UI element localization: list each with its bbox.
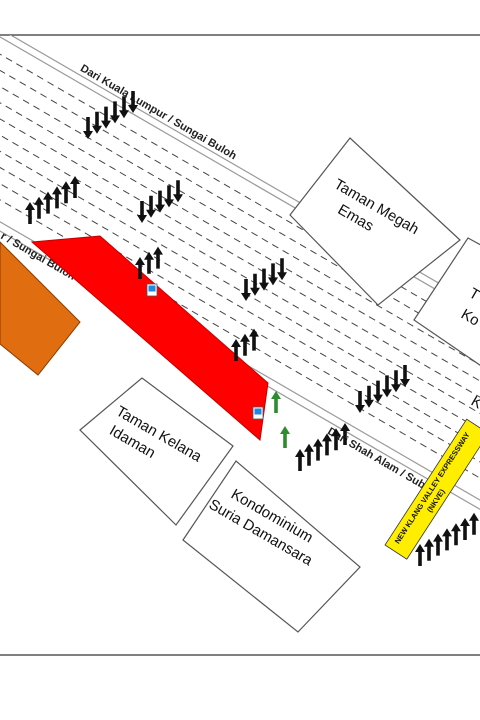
lane-line xyxy=(0,35,480,456)
up-arrow-icon xyxy=(424,538,434,561)
down-arrow-icon xyxy=(373,380,383,403)
down-arrow-icon xyxy=(155,190,165,213)
block-taman-kelana-idaman xyxy=(79,377,234,526)
up-arrow-icon xyxy=(43,191,53,214)
down-arrow-icon xyxy=(110,101,120,124)
up-arrow-icon xyxy=(280,426,290,448)
lane-line xyxy=(0,35,480,432)
lane-line xyxy=(0,39,480,492)
up-arrow-icon xyxy=(135,257,145,279)
down-arrow-icon xyxy=(83,117,93,139)
down-arrow-icon xyxy=(137,201,147,223)
up-arrow-icon xyxy=(433,533,443,556)
up-arrow-icon xyxy=(340,423,350,445)
up-arrow-icon xyxy=(240,333,250,356)
up-arrow-icon xyxy=(313,438,323,461)
up-arrow-icon xyxy=(271,391,281,413)
up-arrow-icon xyxy=(331,428,341,451)
down-arrow-icon xyxy=(173,180,183,203)
up-arrow-icon xyxy=(61,181,71,204)
lane-line xyxy=(0,35,480,444)
highway-north-edge-inner xyxy=(0,35,480,395)
down-arrow-icon xyxy=(92,111,102,134)
up-arrow-icon xyxy=(249,328,259,351)
lane-line xyxy=(0,35,480,480)
up-arrow-icon xyxy=(442,528,452,551)
work-zone xyxy=(30,235,269,441)
down-arrow-icon xyxy=(241,279,251,301)
block-east-partial xyxy=(413,237,480,366)
down-arrow-icon xyxy=(268,263,278,286)
up-arrow-icon xyxy=(460,518,470,540)
up-arrow-icon xyxy=(144,251,154,274)
down-arrow-icon xyxy=(277,258,287,281)
down-arrow-icon xyxy=(391,370,401,393)
down-arrow-icon xyxy=(382,375,392,398)
down-arrow-icon xyxy=(146,195,156,218)
up-arrow-icon xyxy=(451,523,461,546)
up-arrow-icon xyxy=(322,433,332,456)
down-arrow-icon xyxy=(119,96,129,119)
up-arrow-icon xyxy=(304,443,314,466)
up-arrow-icon xyxy=(295,449,305,471)
highway-north-edge xyxy=(0,35,480,389)
down-arrow-icon xyxy=(101,106,111,129)
up-arrow-icon xyxy=(52,186,62,209)
lane-line xyxy=(0,51,480,505)
up-arrow-icon xyxy=(469,512,479,535)
up-arrow-icon xyxy=(70,176,80,198)
up-arrow-icon xyxy=(231,339,241,361)
traffic-arrows xyxy=(25,91,479,566)
down-arrow-icon xyxy=(128,91,138,113)
block-taman-megah-emas xyxy=(289,137,461,306)
lane-line xyxy=(0,63,480,517)
up-arrow-icon xyxy=(415,544,425,566)
up-arrow-icon xyxy=(25,202,35,224)
down-arrow-icon xyxy=(364,385,374,408)
down-arrow-icon xyxy=(355,391,365,413)
up-arrow-icon xyxy=(34,196,44,219)
building-orange xyxy=(0,241,81,376)
road-label-north: Dari Kuala Lumpur / Sungai Buloh xyxy=(78,63,239,163)
location-marker-icon xyxy=(252,406,264,420)
location-marker-icon xyxy=(146,283,158,297)
block-kondominium-suria-damansara xyxy=(182,460,361,633)
down-arrow-icon xyxy=(259,268,269,291)
down-arrow-icon xyxy=(400,365,410,387)
down-arrow-icon xyxy=(250,273,260,296)
lane-line xyxy=(0,35,480,468)
down-arrow-icon xyxy=(164,185,174,208)
up-arrow-icon xyxy=(153,246,163,269)
area-label-partial-3: K xyxy=(468,393,480,413)
